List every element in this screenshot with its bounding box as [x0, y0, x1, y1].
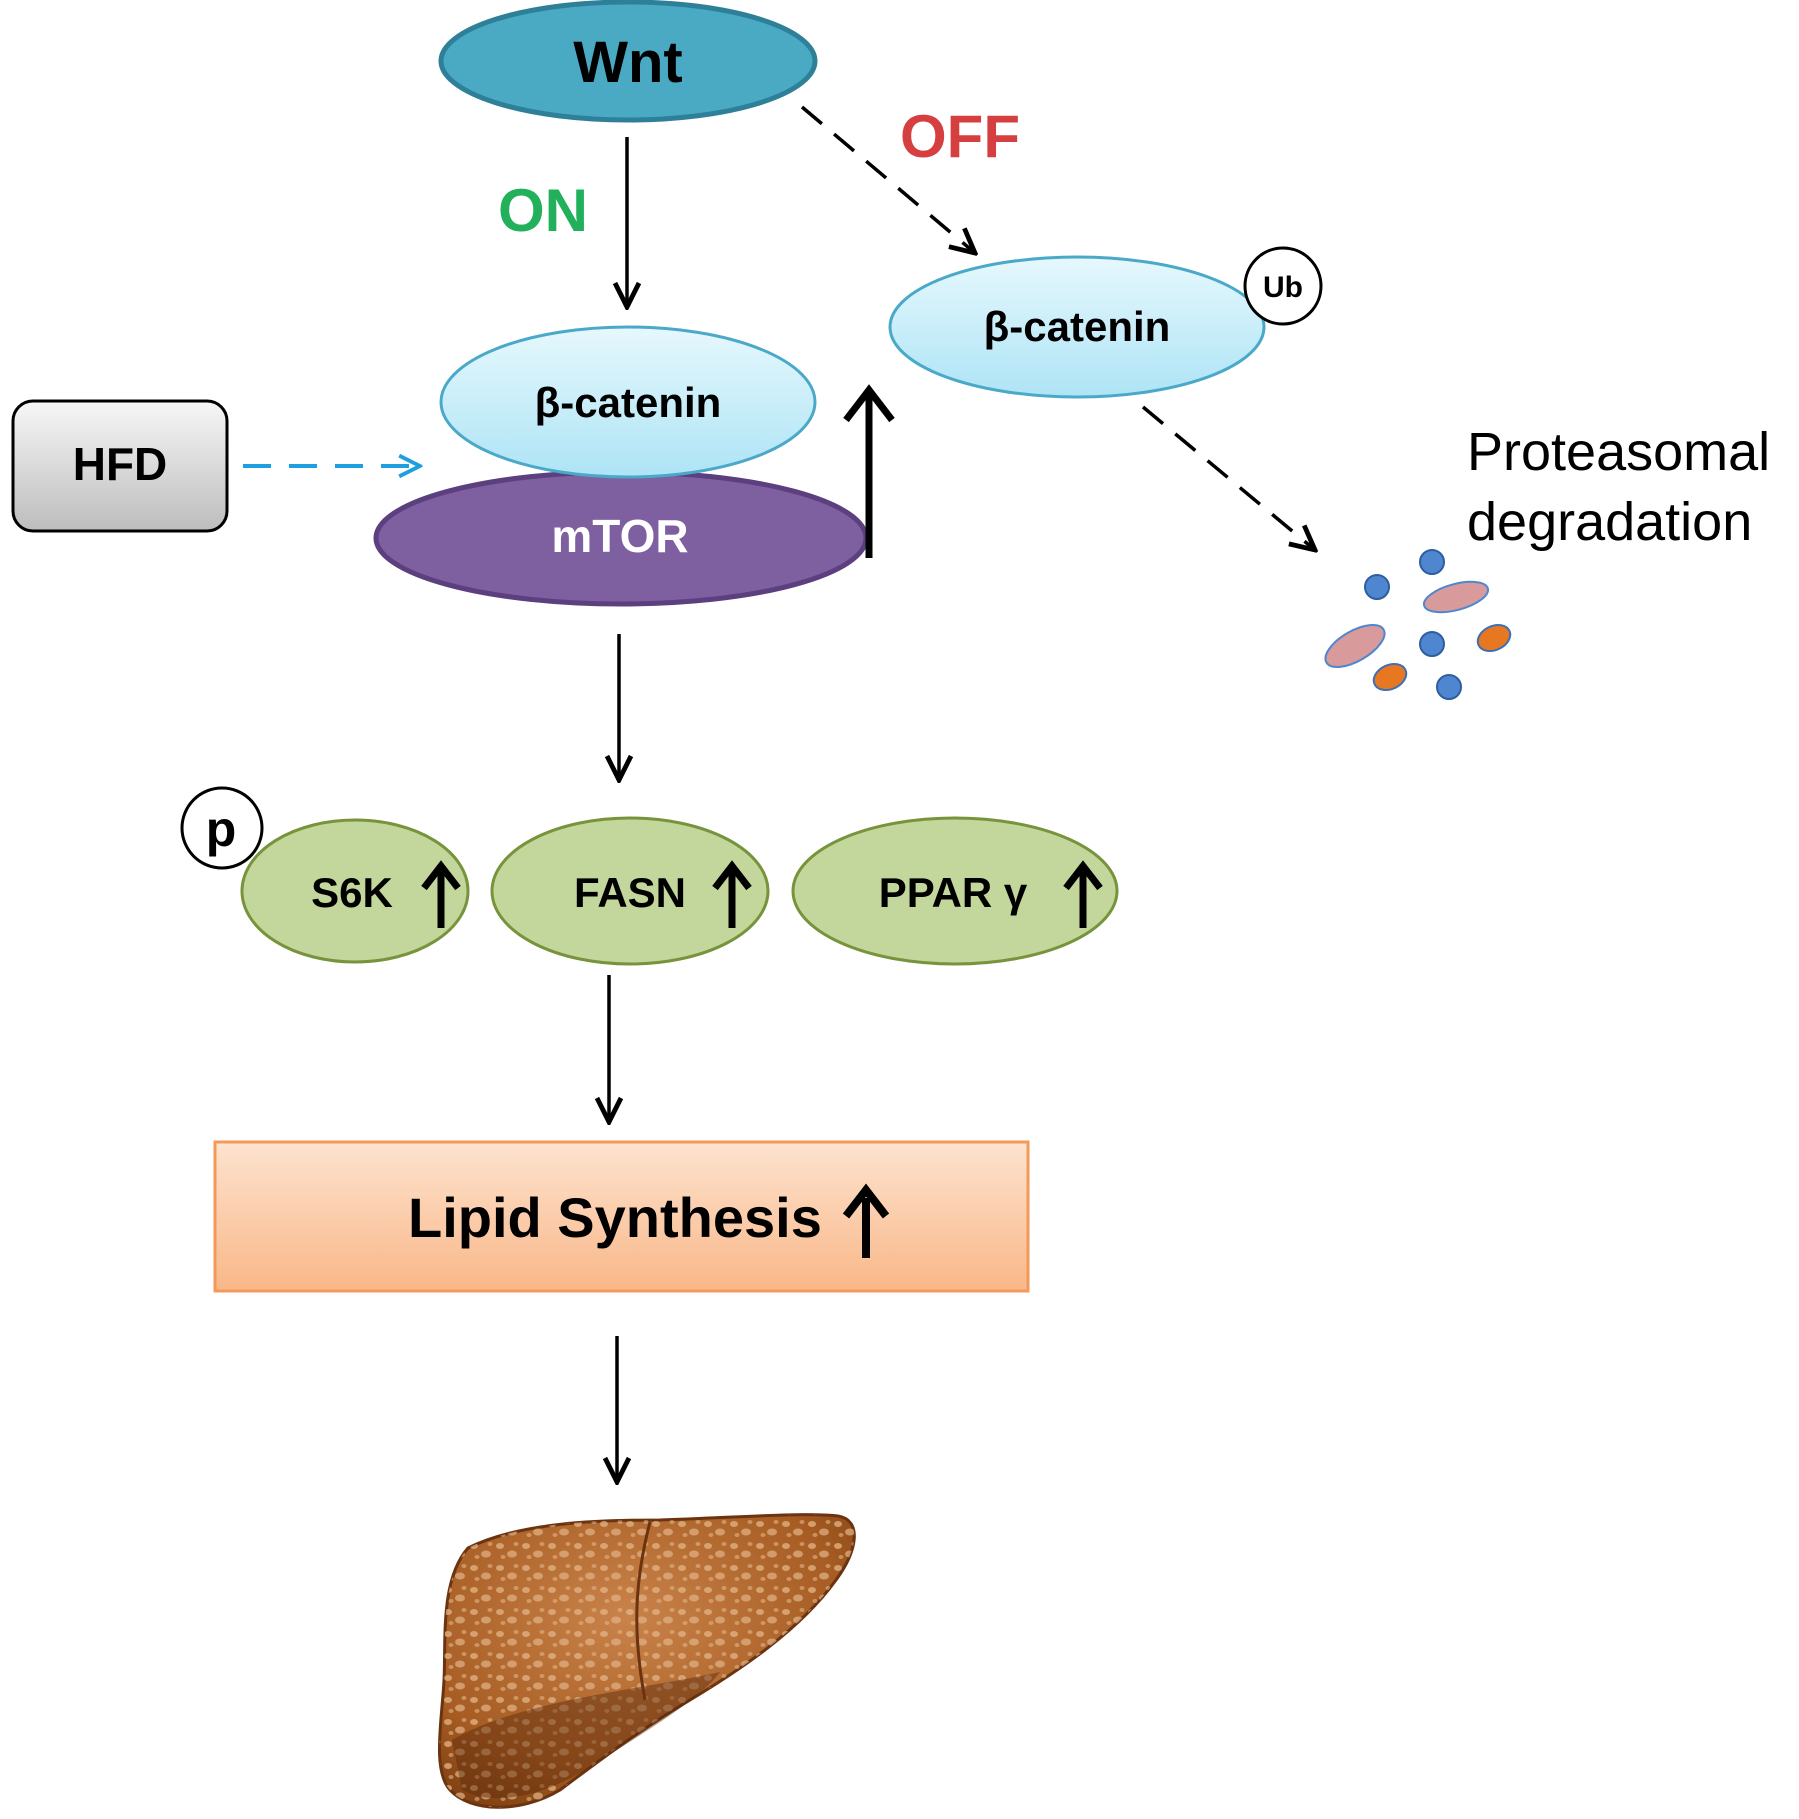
fasn-label: FASN	[574, 869, 686, 916]
up-arrow-icon	[1063, 860, 1103, 928]
lipid-synthesis-node: Lipid Synthesis	[213, 1140, 1030, 1293]
hfd-node: HFD	[11, 399, 229, 533]
up-arrow-icon	[421, 860, 461, 928]
beta-catenin-degraded-label: β-catenin	[984, 303, 1171, 350]
liver-icon	[437, 1513, 856, 1809]
beta-catenin-active-node: β-catenin	[439, 325, 817, 479]
proteasomal-label-line2: degradation	[1467, 492, 1752, 552]
ub-label: Ub	[1263, 271, 1303, 304]
mtor-label: mTOR	[551, 510, 688, 562]
s6k-node: S6K	[240, 818, 470, 964]
s6k-label: S6K	[311, 869, 393, 916]
up-arrow-icon	[842, 1183, 890, 1258]
proteasome-fragments-icon	[1324, 549, 1512, 700]
up-arrow-icon	[843, 384, 895, 558]
on-label: ON	[498, 177, 588, 244]
p-badge: p	[180, 786, 264, 870]
arrow-catenin-to-degradation	[1141, 405, 1315, 550]
off-label: OFF	[900, 103, 1020, 170]
lipid-synthesis-label: Lipid Synthesis	[408, 1186, 822, 1249]
ppar-gamma-label: PPAR γ	[879, 869, 1028, 916]
ppar-gamma-node: PPAR γ	[791, 816, 1119, 966]
beta-catenin-active-label: β-catenin	[535, 379, 722, 426]
proteasomal-label-line1: Proteasomal	[1467, 422, 1770, 482]
p-label: p	[206, 801, 237, 857]
beta-catenin-degraded-node: β-catenin	[888, 255, 1266, 399]
up-arrow-icon	[712, 860, 752, 928]
ub-badge: Ub	[1243, 246, 1323, 326]
hfd-label: HFD	[73, 438, 168, 490]
wnt-node: Wnt	[438, 0, 818, 123]
wnt-label: Wnt	[573, 30, 683, 95]
mtor-node: mTOR	[373, 469, 869, 607]
arrow-wnt-to-degraded-catenin	[800, 105, 975, 253]
fasn-node: FASN	[490, 816, 770, 966]
